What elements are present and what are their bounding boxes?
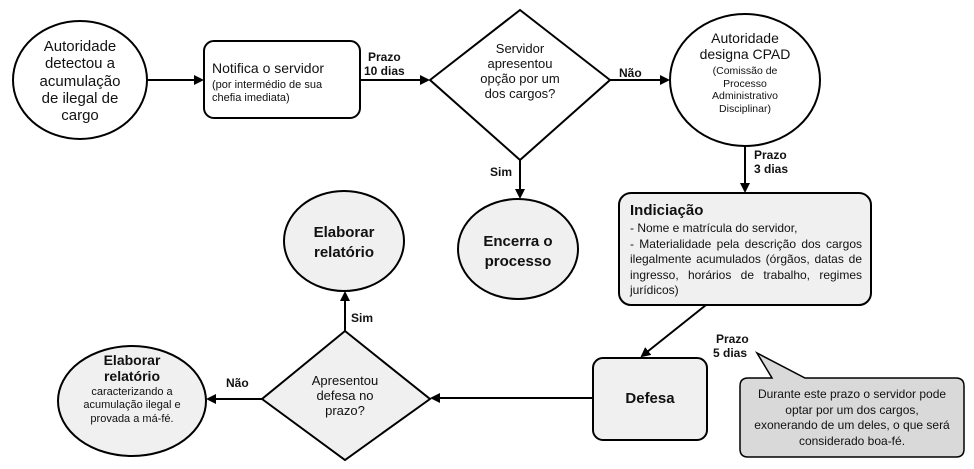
report-left-node-sub: caracterizando a acumulação ilegal e pro… <box>83 386 181 425</box>
edge-indictment-to-defense <box>640 304 707 358</box>
edge-label-prazo-10: Prazo 10 dias <box>364 50 405 79</box>
decision2-label: Apresentou defesa no prazo? <box>311 373 379 418</box>
close-node-shape <box>457 198 579 300</box>
close-node-label: Encerra o processo <box>483 233 553 270</box>
indictment-node-shape <box>618 192 872 306</box>
edge-label-nao-2: Não <box>226 376 249 390</box>
indictment-node-title: Indiciação <box>630 202 704 219</box>
report-left-node-title: Elaborar relatório <box>103 352 161 385</box>
edge-label-sim-2: Sim <box>351 311 374 325</box>
report-left-node: Elaborar relatório caracterizando a acum… <box>82 352 182 426</box>
edge-label-prazo-5: Prazo 5 dias <box>713 332 749 361</box>
edge-label-prazo-3: Prazo 3 dias <box>754 148 788 177</box>
edge-label-prazo-10-line1: Prazo <box>368 50 401 64</box>
indictment-node-line2: - Materialidade pela descrição dos cargo… <box>630 236 862 298</box>
edge-label-nao-1: Não <box>619 66 642 80</box>
edge-label-prazo-5-line1: Prazo <box>716 332 749 346</box>
edge-label-prazo-5-line2: 5 dias <box>713 346 748 361</box>
notify-node-sub: (por intermédio de sua chefia imediata) <box>212 78 323 104</box>
notify-node-title: Notifica o servidor <box>212 60 325 76</box>
start-node-label: Autoridade detectou a acumulação de ileg… <box>39 38 121 124</box>
decision2-shape <box>260 329 432 462</box>
indictment-node: Indiciação - Nome e matrícula do servido… <box>630 202 862 299</box>
cpad-node-title: Autoridade designa CPAD <box>699 30 791 63</box>
defense-node-label: Defesa <box>625 390 675 407</box>
indictment-node-line1: - Nome e matrícula do servidor, <box>630 221 798 235</box>
edge-label-prazo-3-line1: Prazo <box>754 148 787 162</box>
edge-label-prazo-3-line2: 3 dias <box>754 162 789 177</box>
notify-node: Notifica o servidor (por intermédio de s… <box>212 60 354 105</box>
edge-label-prazo-10-line2: 10 dias <box>364 64 405 79</box>
cpad-node-sub: (Comissão de Processo Administrativo Dis… <box>712 65 778 115</box>
note-callout-shape <box>739 351 965 458</box>
cpad-node: Autoridade designa CPAD (Comissão de Pro… <box>690 30 800 116</box>
decision1-label: Servidor apresentou opção por um dos car… <box>480 41 560 101</box>
note-callout-text: Durante este prazo o servidor pode optar… <box>754 387 950 448</box>
edge-label-sim-1: Sim <box>490 165 513 179</box>
report-top-label: Elaborar relatório <box>313 224 375 261</box>
